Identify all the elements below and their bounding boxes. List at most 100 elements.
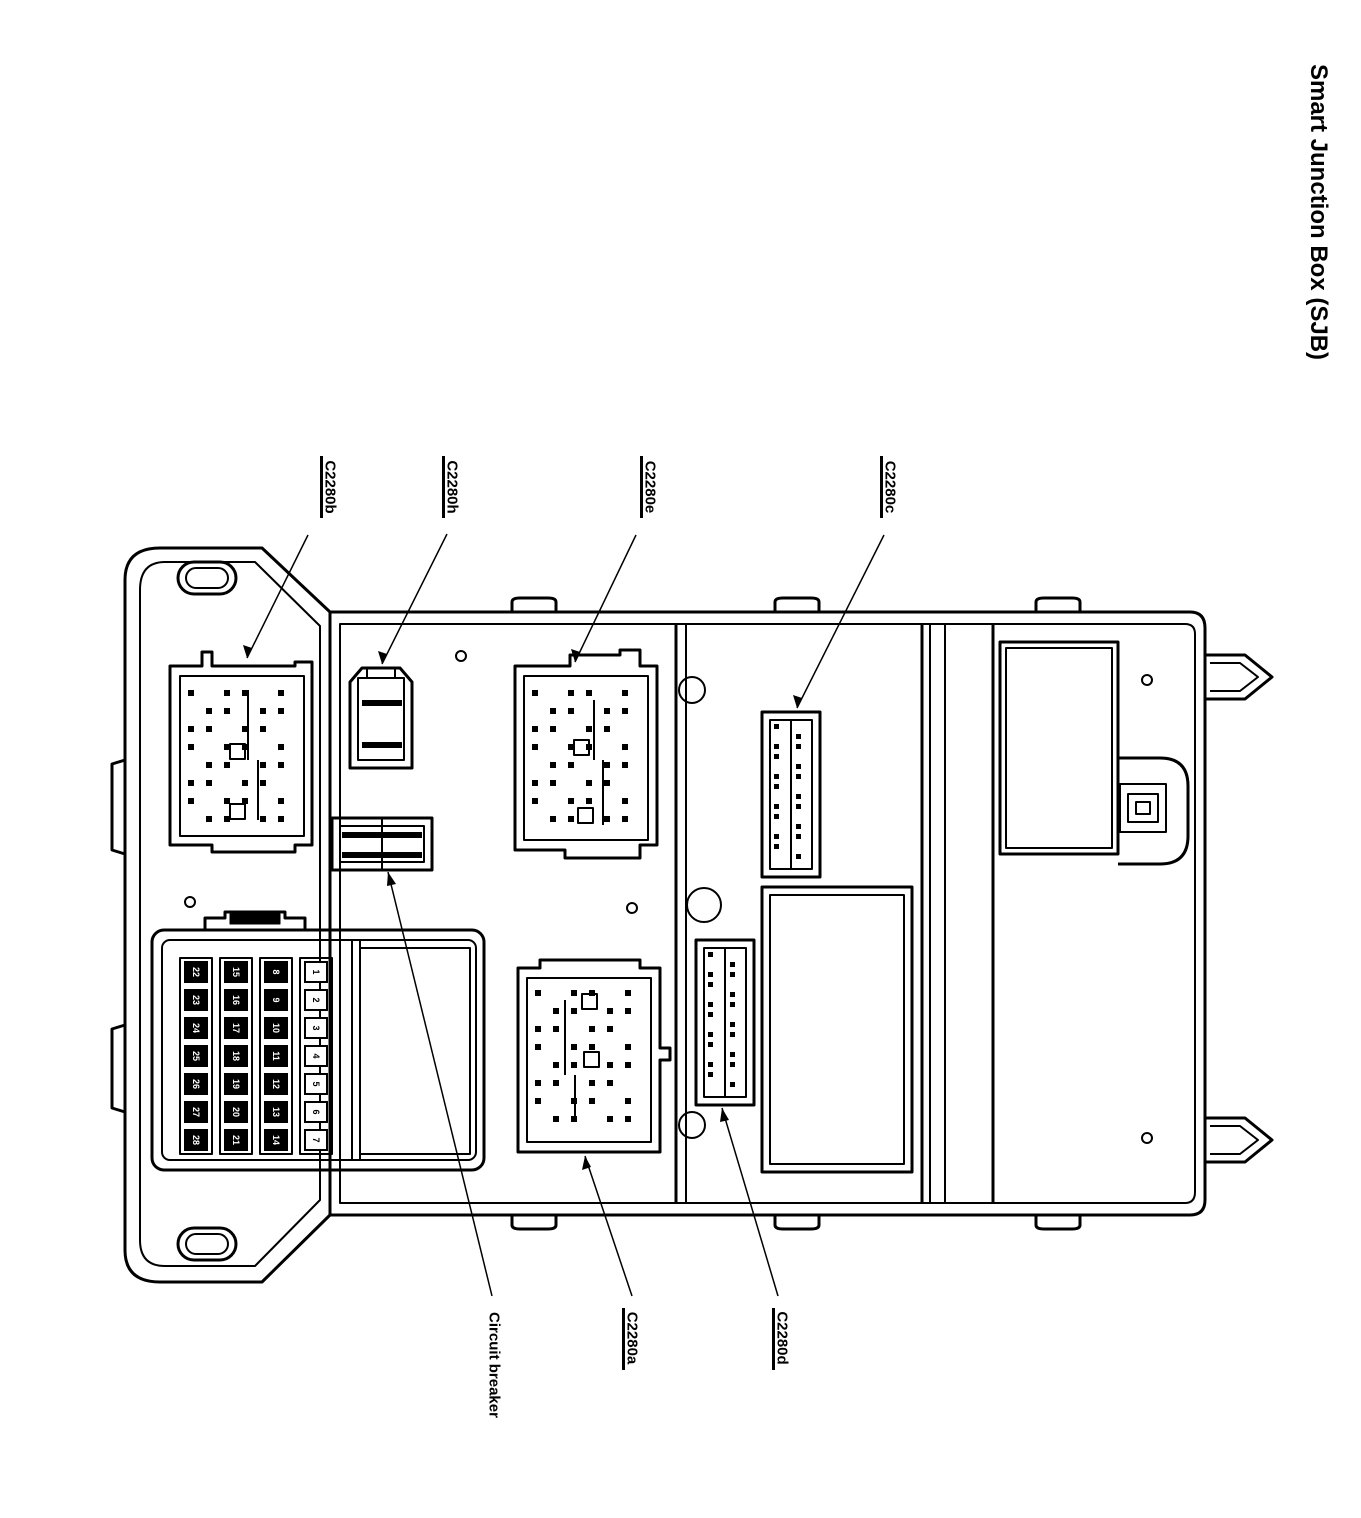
fuse-slot — [224, 1073, 248, 1095]
connector-pin — [586, 744, 592, 750]
connector-c2280a — [516, 958, 672, 1154]
label-c2280a: C2280a — [623, 1311, 641, 1365]
connector-pin — [224, 708, 230, 714]
connector-pin — [260, 780, 266, 786]
fuse-number: 18 — [231, 1050, 241, 1061]
leader-c2280a — [584, 1155, 633, 1297]
connector-pin — [607, 1116, 613, 1122]
connector-pin — [774, 744, 779, 749]
fuse-slot — [184, 1017, 208, 1039]
mounting-flange — [123, 546, 332, 1284]
connector-pin — [278, 744, 284, 750]
fuse-number: 13 — [271, 1106, 281, 1117]
label-c2280e: C2280e — [641, 460, 659, 514]
fuse-slot — [264, 961, 288, 983]
connector-pin — [242, 780, 248, 786]
connector-pin — [774, 834, 779, 839]
fuse-slot — [224, 989, 248, 1011]
connector-pin — [224, 816, 230, 822]
connector-pin — [206, 816, 212, 822]
connector-pin — [708, 1072, 713, 1077]
small-hole — [1141, 674, 1153, 686]
small-hole — [626, 902, 638, 914]
contact-bar — [362, 700, 402, 706]
fuse-slot — [264, 1045, 288, 1067]
connector-pin — [553, 1080, 559, 1086]
connector-pin — [571, 990, 577, 996]
divider-knob — [678, 676, 706, 704]
small-hole — [184, 896, 196, 908]
arrowhead — [793, 695, 802, 708]
connector-pin — [730, 1052, 735, 1057]
arrowhead — [387, 872, 396, 886]
connector-pin — [708, 972, 713, 977]
connector-pin — [568, 798, 574, 804]
flange-tab-lower — [110, 1023, 126, 1114]
connector-pin — [535, 1044, 541, 1050]
fuse-number: 4 — [311, 1053, 321, 1059]
arrowhead — [378, 651, 387, 664]
edge-clip — [510, 596, 558, 612]
fuse-slot — [264, 1017, 288, 1039]
fuse-slot — [304, 1073, 328, 1095]
connector-pin — [796, 774, 801, 779]
fuse-number: 16 — [231, 994, 241, 1005]
connector-pin — [708, 1002, 713, 1007]
divider-knob — [678, 1111, 706, 1139]
connector-pin — [796, 824, 801, 829]
fuse-slot — [184, 1101, 208, 1123]
label-bar — [320, 456, 323, 518]
arrowhead — [720, 1108, 729, 1122]
connector-pin — [188, 798, 194, 804]
arrow-mount-bottom — [1205, 1116, 1274, 1164]
connector-pin — [625, 1062, 631, 1068]
fuse-number: 5 — [311, 1081, 321, 1087]
connector-pin — [625, 990, 631, 996]
small-hole — [1141, 1132, 1153, 1144]
leader-c2280c — [796, 534, 885, 709]
connector-pin — [604, 726, 610, 732]
fuse-number: 27 — [191, 1106, 201, 1117]
connector-pin — [532, 726, 538, 732]
fuse-number: 15 — [231, 966, 241, 977]
connector-pin — [796, 734, 801, 739]
connector-pin — [260, 762, 266, 768]
connector-pin — [604, 708, 610, 714]
connector-c2280e — [513, 648, 659, 860]
connector-pin — [553, 1026, 559, 1032]
connector-pin — [607, 1062, 613, 1068]
connector-pin — [188, 780, 194, 786]
connector-pin — [796, 764, 801, 769]
fuse-slot — [184, 1129, 208, 1151]
fuse-slot — [224, 1045, 248, 1067]
connector-pin — [242, 798, 248, 804]
connector-pin — [622, 708, 628, 714]
edge-clip — [773, 1215, 821, 1231]
fuse-slot — [304, 1129, 328, 1151]
connector-pin — [774, 754, 779, 759]
fuse-slot — [184, 1073, 208, 1095]
fuse-slot — [304, 1101, 328, 1123]
fuse-slot — [184, 989, 208, 1011]
mounting-hole-top — [176, 560, 238, 596]
contact-bar — [342, 832, 422, 838]
fuse-slot — [224, 1101, 248, 1123]
leader-circuit-breaker — [387, 871, 493, 1297]
connector-pin — [774, 804, 779, 809]
connector-pin — [708, 1062, 713, 1067]
connector-pin — [568, 690, 574, 696]
label-c2280c: C2280c — [881, 460, 899, 514]
connector-pin — [730, 1082, 735, 1087]
fuse-number: 14 — [271, 1134, 281, 1145]
connector-pin — [532, 690, 538, 696]
connector-pin — [553, 1062, 559, 1068]
connector-pin — [550, 816, 556, 822]
sjb-housing-inner — [339, 623, 1196, 1204]
connector-pin — [586, 798, 592, 804]
arrowhead — [571, 649, 580, 662]
connector-pin — [625, 1044, 631, 1050]
connector-pin — [550, 780, 556, 786]
connector-pin — [622, 816, 628, 822]
connector-pin — [774, 774, 779, 779]
connector-pin — [607, 1008, 613, 1014]
